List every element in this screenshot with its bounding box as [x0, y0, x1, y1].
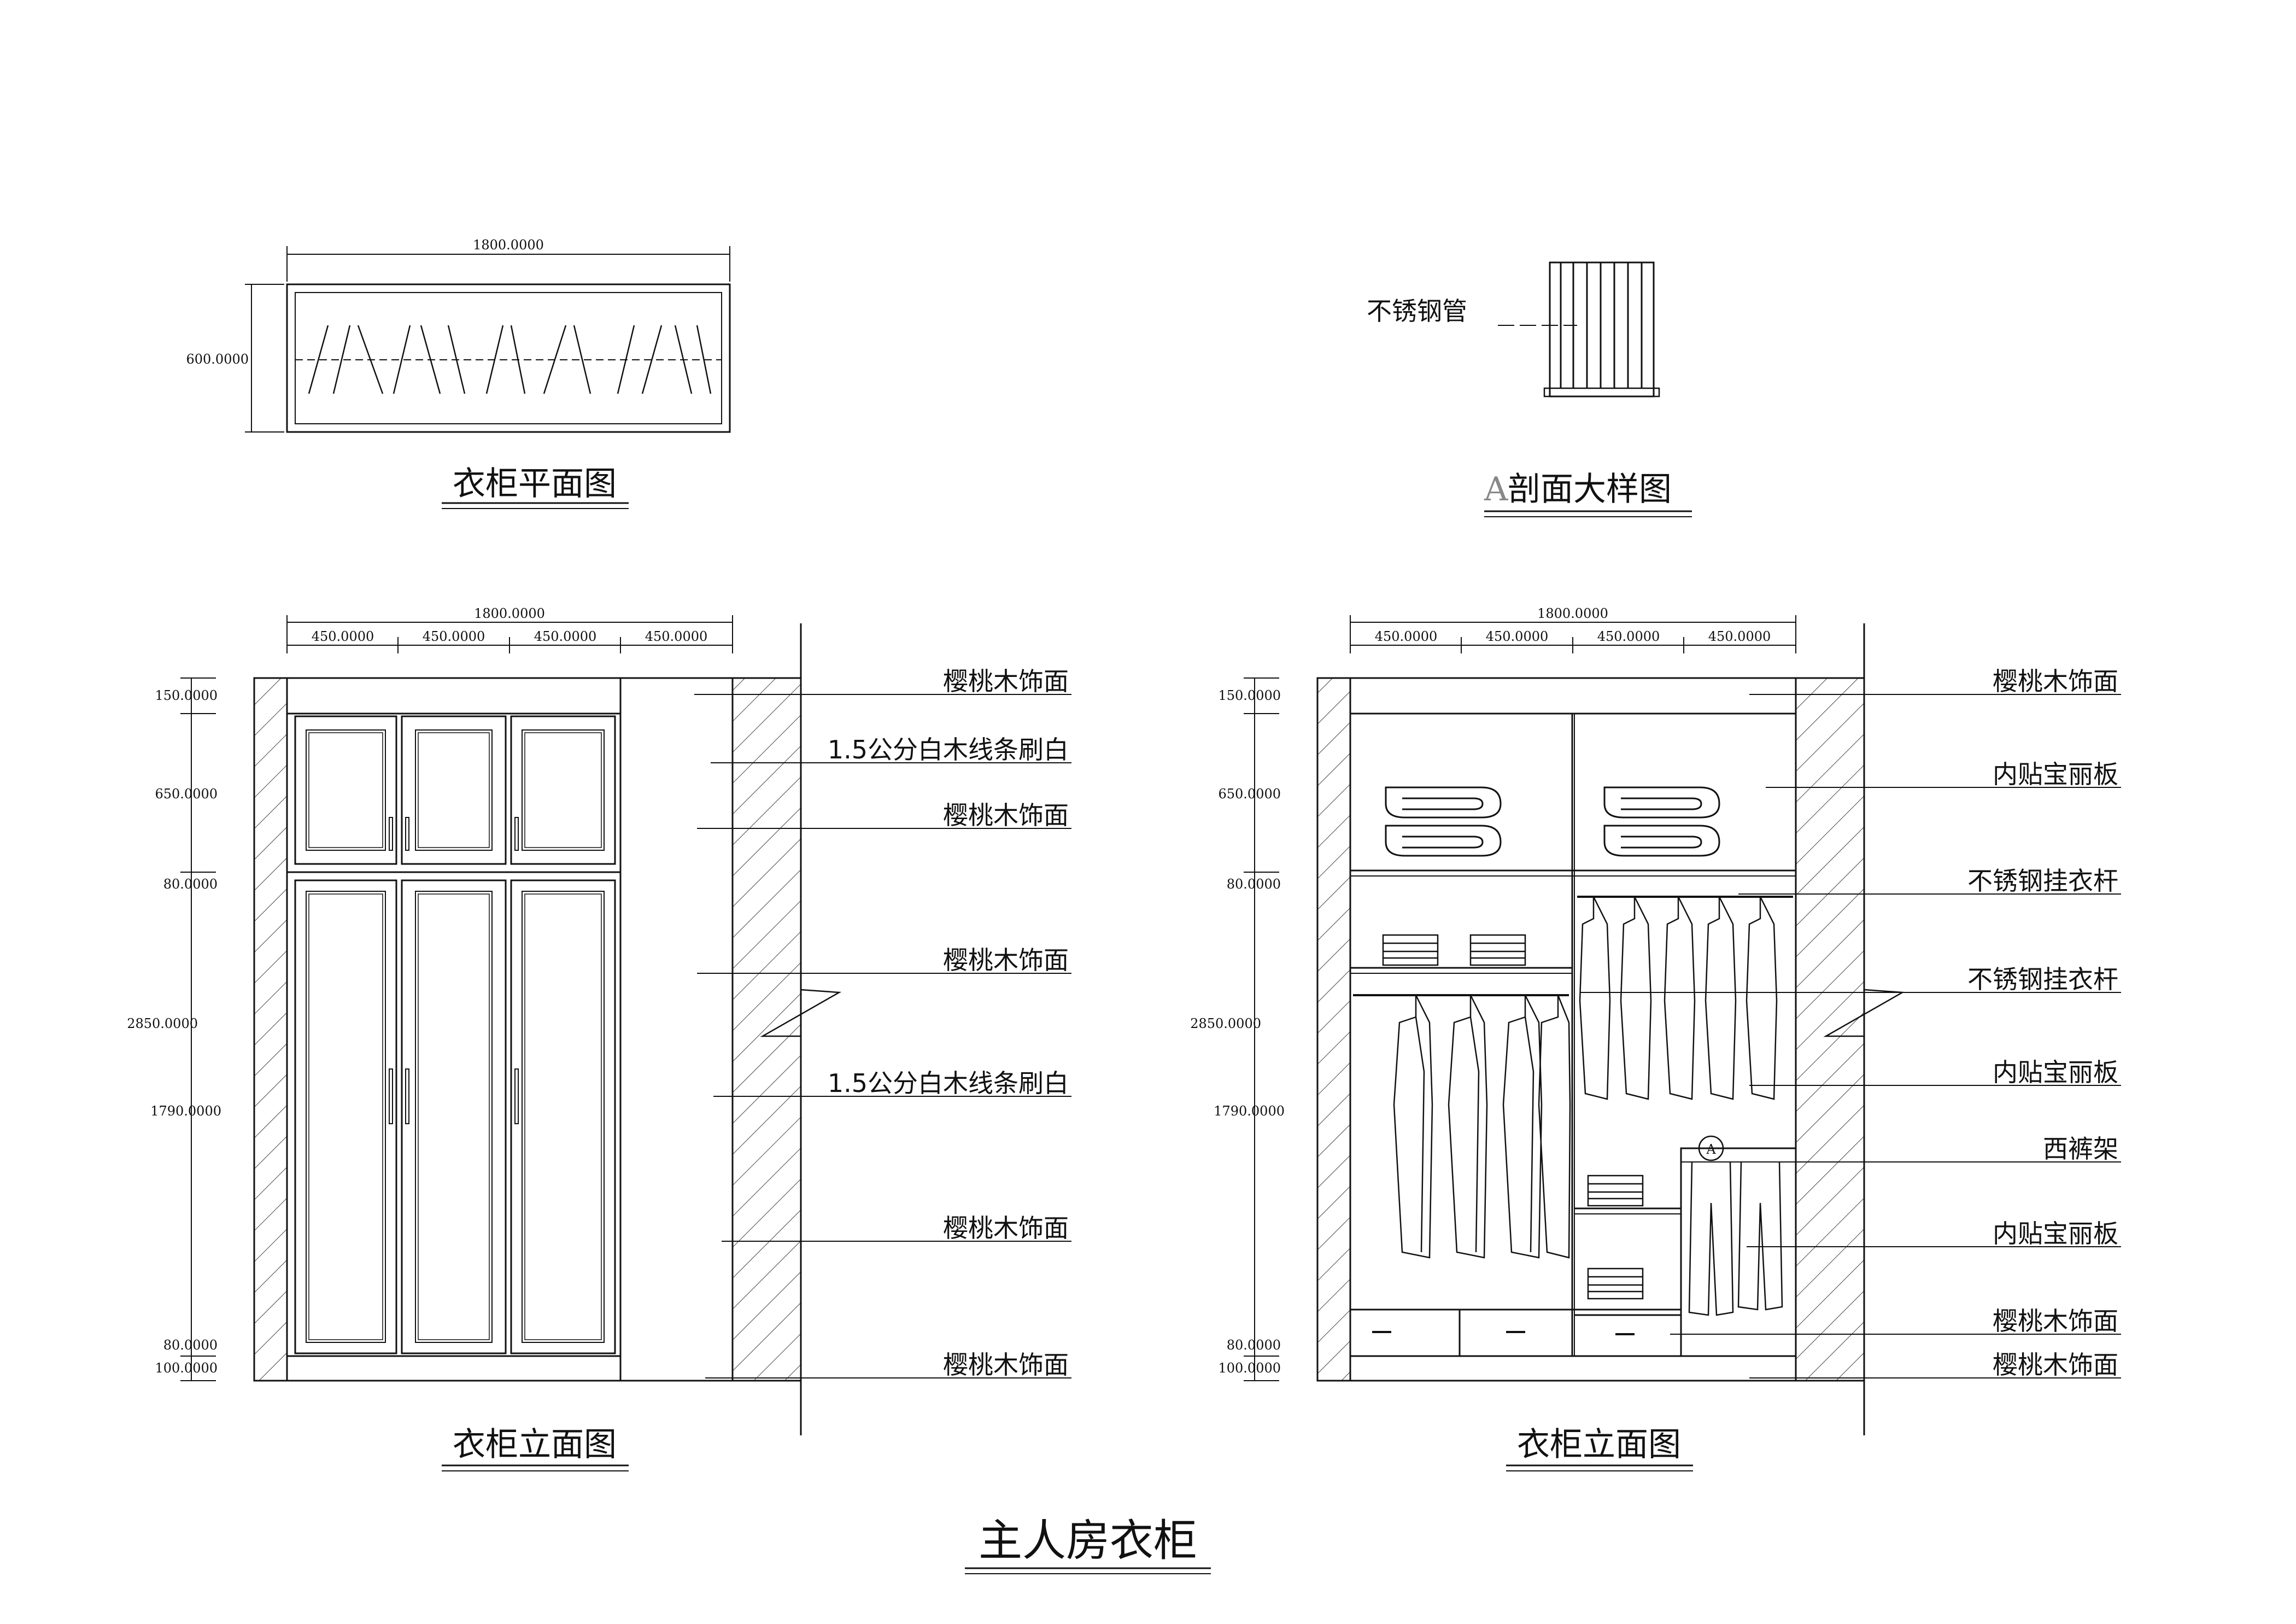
right-height-dim: 2850.0000: [1190, 1016, 1261, 1031]
folded-blankets: [1385, 786, 1720, 857]
right-side-dimensions: [1244, 677, 1279, 1381]
right-height-dim: 150.0000: [1218, 688, 1281, 703]
right-label-laminate-board: 内贴宝丽板: [1993, 1058, 2118, 1087]
left-height-dim: 100.0000: [155, 1360, 218, 1376]
left-label-cherry-veneer: 樱桃木饰面: [943, 801, 1069, 830]
right-label-laminate-board: 内贴宝丽板: [1993, 1219, 2118, 1248]
detail-a-marker: A: [1706, 1142, 1716, 1157]
left-total-width-dim: 1800.0000: [474, 606, 545, 621]
right-label-cherry-veneer: 樱桃木饰面: [1993, 667, 2118, 696]
right-label-cherry-veneer: 樱桃木饰面: [1993, 1306, 2118, 1336]
right-col-width-dim: 450.0000: [1597, 629, 1660, 644]
left-elevation-title: 衣柜立面图: [453, 1426, 617, 1464]
left-material-labels: 樱桃木饰面 1.5公分白木线条刷白 樱桃木饰面 樱桃木饰面 1.5公分白木线条刷…: [828, 667, 1069, 1380]
left-col-width-dim: 450.0000: [534, 629, 597, 644]
left-label-cherry-veneer: 樱桃木饰面: [943, 1350, 1069, 1380]
left-height-dim: 2850.0000: [127, 1016, 198, 1031]
hanging-trousers: [1688, 1161, 1783, 1316]
right-label-cherry-veneer: 樱桃木饰面: [1993, 1350, 2118, 1380]
sheet-main-title: 主人房衣柜: [979, 1515, 1197, 1566]
folded-shirts: [1382, 934, 1644, 1300]
section-pipe-label: 不锈钢管: [1367, 296, 1467, 326]
left-label-cherry-veneer: 樱桃木饰面: [943, 1213, 1069, 1243]
left-label-white-moulding: 1.5公分白木线条刷白: [828, 735, 1069, 764]
left-height-dim: 80.0000: [163, 1337, 218, 1353]
section-detail: [1498, 261, 1660, 398]
right-label-laminate-board: 内贴宝丽板: [1993, 760, 2118, 789]
left-height-dim: 650.0000: [155, 786, 218, 802]
plan-hanger-marks: [308, 325, 712, 394]
left-label-cherry-veneer: 樱桃木饰面: [943, 945, 1069, 975]
left-col-width-dim: 450.0000: [312, 629, 374, 644]
left-height-dim: 1790.0000: [150, 1103, 221, 1119]
plan-dimensions: [245, 246, 730, 433]
left-leader-lines: [694, 694, 1071, 1378]
right-dimension-texts: 1800.0000 450.0000 450.0000 450.0000 450…: [1190, 606, 1771, 1376]
right-top-dimensions: [1350, 615, 1796, 653]
right-col-width-dim: 450.0000: [1708, 629, 1771, 644]
left-col-width-dim: 450.0000: [423, 629, 485, 644]
plan-width-dimension: 1800.0000: [473, 237, 544, 253]
right-col-width-dim: 450.0000: [1486, 629, 1549, 644]
right-label-steel-hanging-rod: 不锈钢挂衣杆: [1967, 965, 2118, 994]
right-height-dim: 650.0000: [1218, 786, 1281, 802]
hanging-coats-left: [1393, 995, 1571, 1259]
left-top-dimensions: [286, 615, 733, 653]
right-elevation: [1244, 615, 2121, 1435]
right-height-dim: 100.0000: [1218, 1360, 1281, 1376]
hanging-coats-right: [1579, 896, 1778, 1100]
left-height-dim: 80.0000: [163, 877, 218, 892]
right-elevation-title: 衣柜立面图: [1517, 1426, 1681, 1464]
left-col-width-dim: 450.0000: [645, 629, 708, 644]
right-leader-lines: [1580, 694, 2121, 1378]
plan-title: 衣柜平面图: [453, 465, 617, 503]
left-height-dim: 150.0000: [155, 688, 218, 703]
section-title: 剖面大样图: [1508, 470, 1672, 509]
plan-view: [245, 246, 731, 433]
left-elevation: [180, 615, 1071, 1435]
right-label-steel-hanging-rod: 不锈钢挂衣杆: [1967, 866, 2118, 896]
right-height-dim: 1790.0000: [1214, 1103, 1285, 1119]
left-label-white-moulding: 1.5公分白木线条刷白: [828, 1068, 1069, 1098]
right-material-labels: 樱桃木饰面 内贴宝丽板 不锈钢挂衣杆 不锈钢挂衣杆 内贴宝丽板 西裤架 内贴宝丽…: [1967, 667, 2118, 1380]
section-title-prefix: A: [1484, 470, 1508, 509]
right-height-dim: 80.0000: [1227, 1337, 1281, 1353]
right-label-trouser-rack: 西裤架: [2043, 1134, 2118, 1164]
right-height-dim: 80.0000: [1227, 877, 1281, 892]
right-total-width-dim: 1800.0000: [1537, 606, 1608, 621]
left-side-dimensions: [180, 677, 216, 1381]
right-col-width-dim: 450.0000: [1375, 629, 1438, 644]
left-dimension-texts: 1800.0000 450.0000 450.0000 450.0000 450…: [127, 606, 707, 1376]
plan-depth-dimension: 600.0000: [186, 352, 249, 367]
left-label-cherry-veneer: 樱桃木饰面: [943, 667, 1069, 696]
